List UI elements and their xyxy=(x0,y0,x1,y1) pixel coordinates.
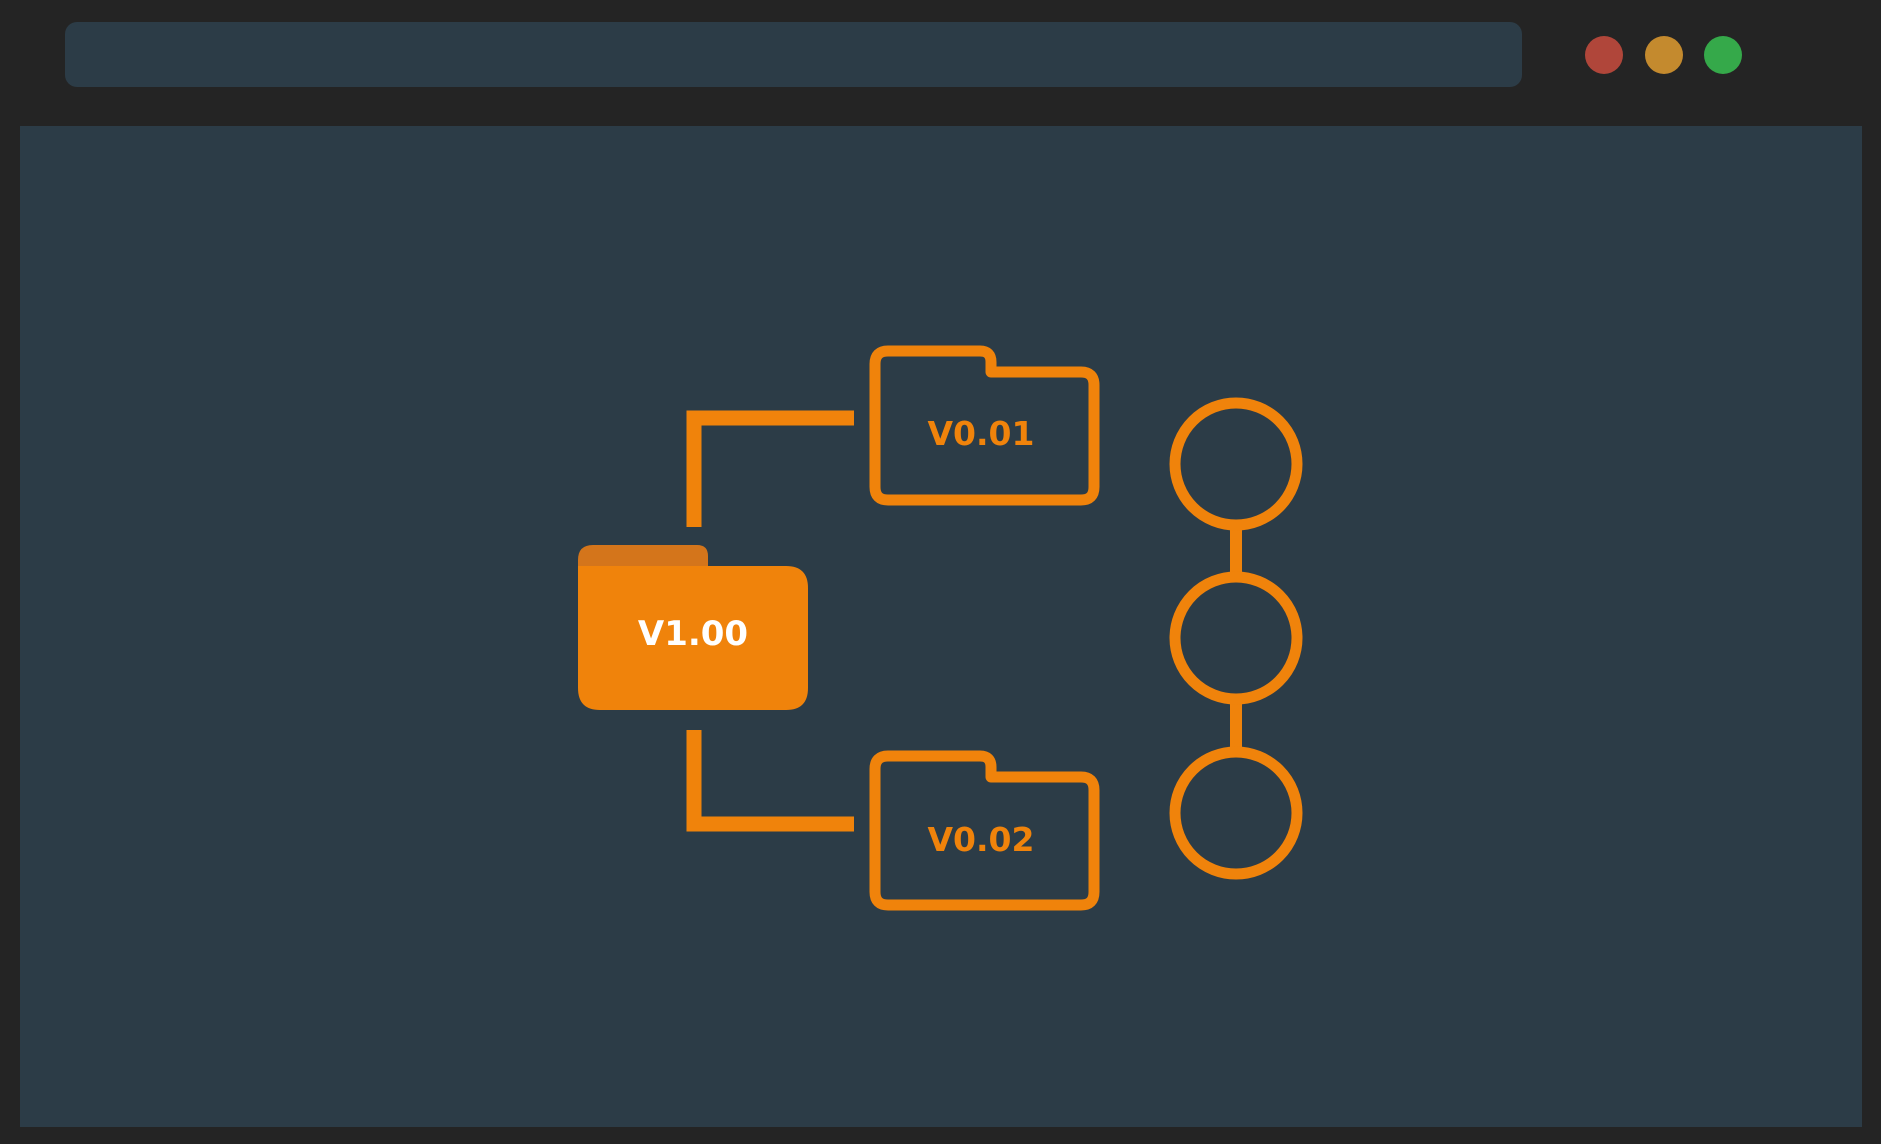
connector-bottom xyxy=(686,730,854,832)
chain-node xyxy=(1169,571,1303,705)
root-folder[interactable]: V1.00 xyxy=(578,545,808,710)
child-folder-v001[interactable]: V0.01 xyxy=(869,345,1100,506)
folder-body xyxy=(578,566,808,710)
folder-filled-icon xyxy=(578,545,708,568)
folder-outline-icon xyxy=(869,345,1100,506)
version-chain-icon xyxy=(1169,397,1303,880)
child-folder-label: V0.02 xyxy=(928,820,1035,859)
minimize-dot[interactable] xyxy=(1645,36,1683,74)
child-folder-v002[interactable]: V0.02 xyxy=(869,750,1100,911)
address-bar[interactable] xyxy=(65,22,1522,87)
close-dot[interactable] xyxy=(1585,36,1623,74)
chain-node xyxy=(1169,397,1303,531)
connector-top xyxy=(686,410,854,527)
root-folder-label: V1.00 xyxy=(638,614,748,654)
maximize-dot[interactable] xyxy=(1704,36,1742,74)
child-folder-label: V0.01 xyxy=(928,414,1035,453)
folder-outline-icon xyxy=(869,750,1100,911)
chain-node xyxy=(1169,746,1303,880)
content-area xyxy=(20,126,1862,1127)
